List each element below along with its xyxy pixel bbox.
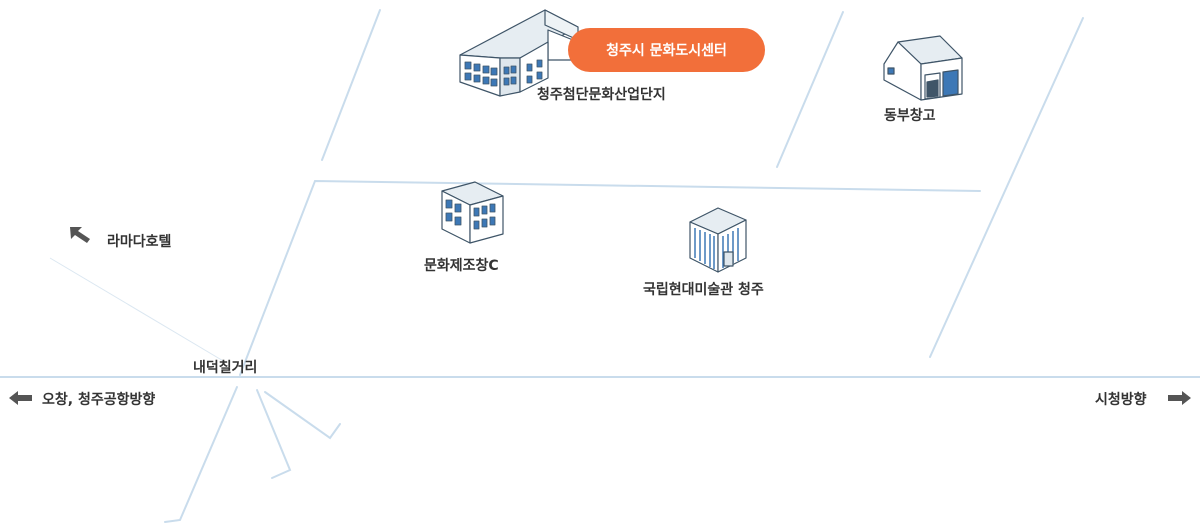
warehouse-icon [883, 35, 963, 101]
arrow-left-icon [9, 391, 32, 405]
label-intersection: 내덕칠거리 [193, 360, 258, 376]
arrow-upleft-icon [70, 227, 90, 243]
label-direction-left: 오창, 청주공항방향 [42, 392, 156, 408]
road [256, 389, 292, 479]
arrow-right-icon [1168, 391, 1191, 405]
highlight-label: 청주시 문화도시센터 [568, 28, 765, 72]
road [321, 9, 381, 161]
label-mmca: 국립현대미술관 청주 [643, 282, 764, 298]
road [239, 179, 981, 376]
road [776, 11, 844, 168]
road [929, 17, 1084, 358]
road [49, 257, 226, 363]
road [164, 386, 238, 523]
museum-building-icon [689, 207, 747, 273]
road [264, 391, 341, 440]
label-ramada: 라마다호텔 [107, 234, 172, 250]
label-culture-factory: 문화제조창C [424, 258, 499, 274]
factory-building-icon [441, 181, 504, 244]
label-direction-right: 시청방향 [1095, 392, 1147, 408]
label-east-warehouse: 동부창고 [884, 108, 936, 124]
label-industrial-complex: 청주첨단문화산업단지 [537, 87, 666, 103]
building-icon [459, 9, 579, 97]
